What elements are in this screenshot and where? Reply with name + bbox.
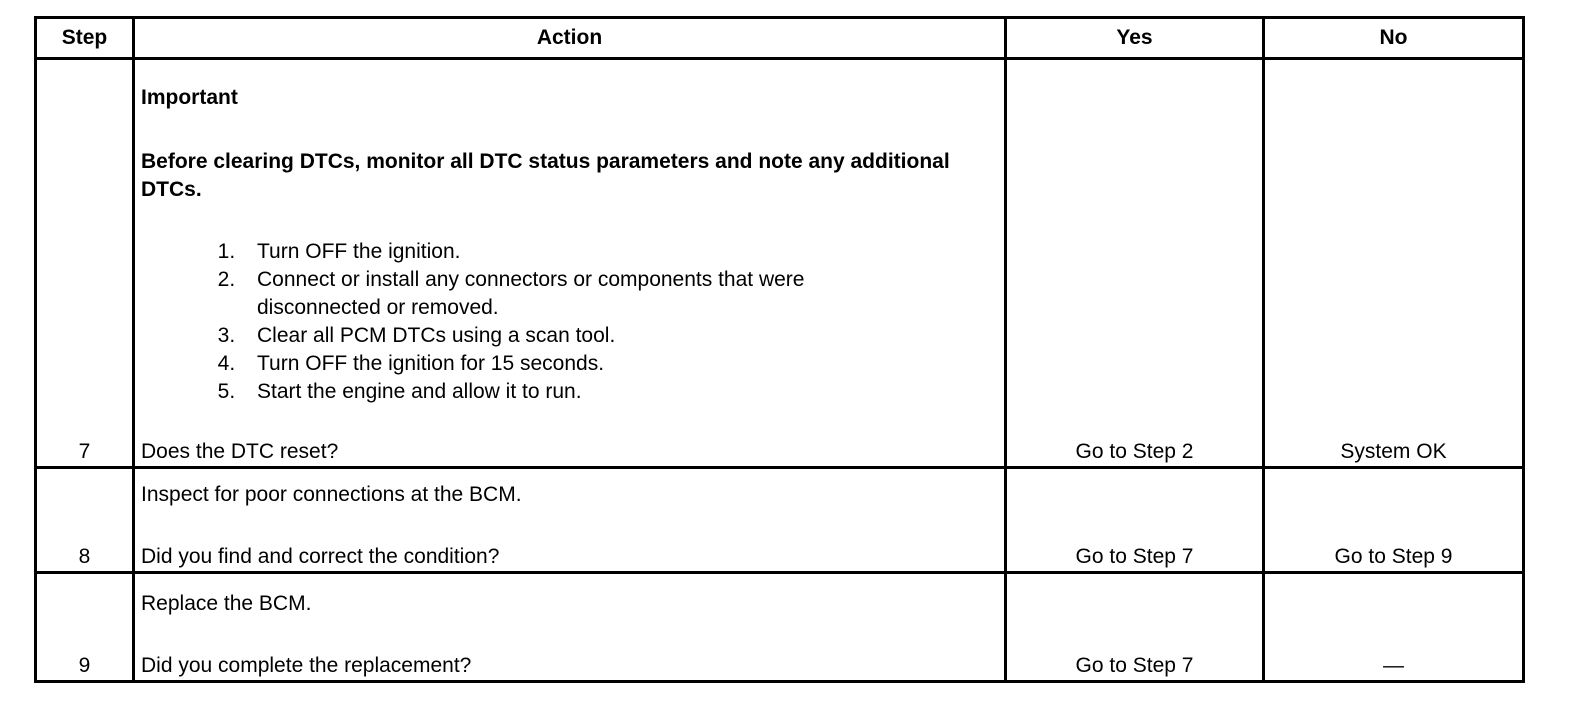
step-number: 8 <box>34 466 135 574</box>
header-no: No <box>1262 16 1525 60</box>
yes-result: Go to Step 7 <box>1004 466 1265 574</box>
no-result: Go to Step 9 <box>1262 466 1525 574</box>
table-row-step-7: 7 Important Before clearing DTCs, monito… <box>34 57 1525 469</box>
important-title: Important <box>141 86 238 109</box>
table-row-step-9: 9 Replace the BCM. Did you complete the … <box>34 571 1525 683</box>
question-text: Does the DTC reset? <box>141 440 339 463</box>
procedure-step: Turn OFF the ignition for 15 seconds. <box>241 350 897 378</box>
action-cell: Important Before clearing DTCs, monitor … <box>132 57 1007 469</box>
yes-result: Go to Step 2 <box>1004 57 1265 469</box>
procedure-step: Turn OFF the ignition. <box>241 238 897 266</box>
action-cell: Replace the BCM. Did you complete the re… <box>132 571 1007 683</box>
question-text: Did you find and correct the condition? <box>141 545 500 568</box>
important-text: Before clearing DTCs, monitor all DTC st… <box>141 150 950 201</box>
no-result: — <box>1262 571 1525 683</box>
action-cell: Inspect for poor connections at the BCM.… <box>132 466 1007 574</box>
diagnostic-table: Step Action Yes No 7 Important Before cl… <box>34 16 1525 683</box>
header-row: Step Action Yes No <box>34 16 1525 60</box>
no-result: System OK <box>1262 57 1525 469</box>
header-step: Step <box>34 16 135 60</box>
procedure-list: Turn OFF the ignition. Connect or instal… <box>141 238 998 406</box>
procedure-step: Start the engine and allow it to run. <box>241 378 897 406</box>
yes-result: Go to Step 7 <box>1004 571 1265 683</box>
step-number: 9 <box>34 571 135 683</box>
step-number: 7 <box>34 57 135 469</box>
header-yes: Yes <box>1004 16 1265 60</box>
table-row-step-8: 8 Inspect for poor connections at the BC… <box>34 466 1525 574</box>
question-text: Did you complete the replacement? <box>141 654 472 677</box>
procedure-step: Clear all PCM DTCs using a scan tool. <box>241 322 897 350</box>
action-text: Inspect for poor connections at the BCM. <box>141 483 522 506</box>
header-action: Action <box>132 16 1007 60</box>
action-text: Replace the BCM. <box>141 592 312 615</box>
procedure-step: Connect or install any connectors or com… <box>241 266 897 322</box>
